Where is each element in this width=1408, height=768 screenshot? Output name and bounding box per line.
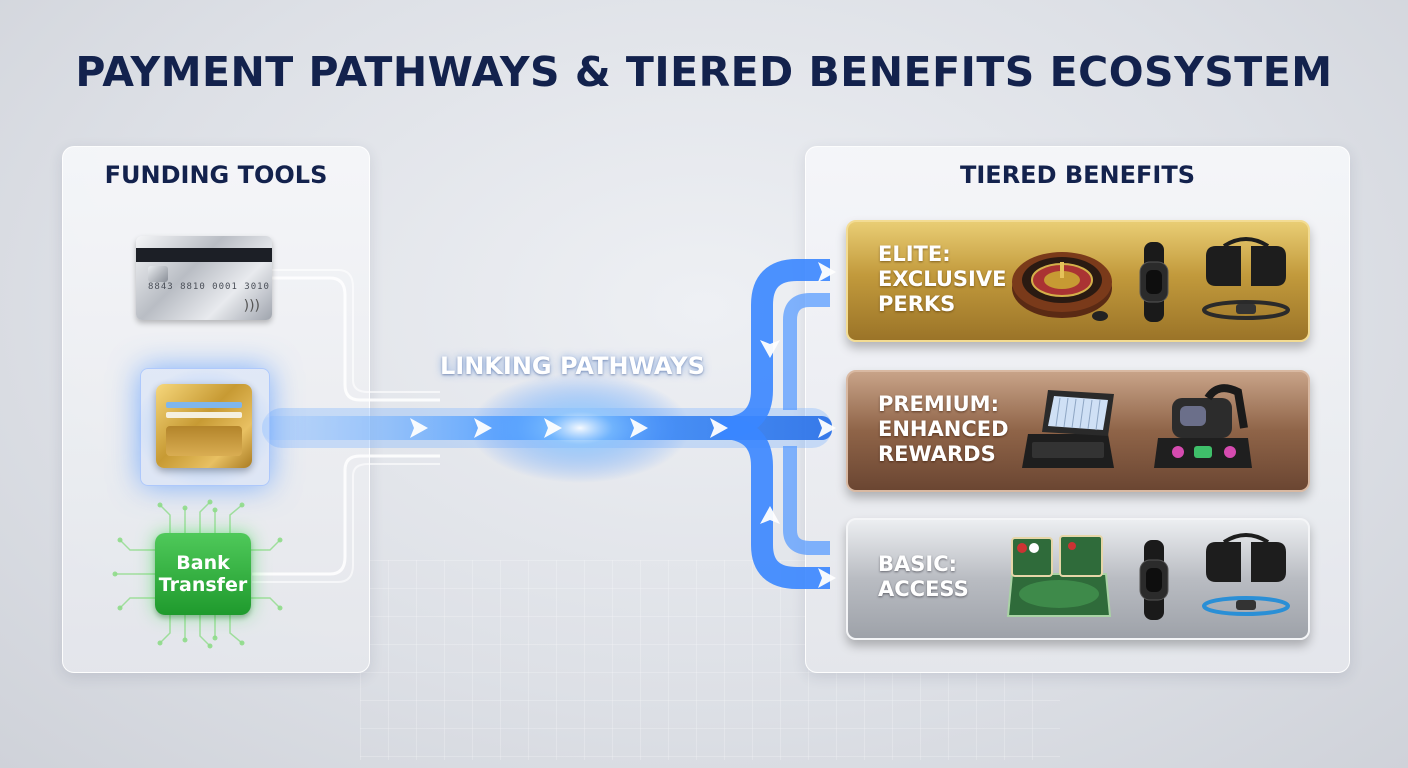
basic-branch-inner (782, 445, 830, 555)
silver-card-line (272, 276, 440, 402)
tier-basic-line1: BASIC: (878, 552, 958, 576)
slot-terminal-icon (1022, 390, 1114, 468)
tier-premium[interactable]: PREMIUM: ENHANCED REWARDS (846, 370, 1310, 492)
roulette-wheel-icon (1012, 252, 1112, 321)
beam-arrow (818, 418, 836, 438)
beam-arrow (710, 418, 728, 438)
bank-transfer-button[interactable]: Bank Transfer (155, 533, 251, 615)
vr-strap-icon (1202, 237, 1290, 320)
beam-arrow (544, 418, 562, 438)
gold-card-band (166, 412, 242, 418)
card-number: 8843 8810 0001 3010 (148, 282, 270, 292)
tier-premium-line1: PREMIUM: (878, 392, 999, 416)
silver-credit-card[interactable]: 8843 8810 0001 3010 ))) (136, 236, 272, 320)
funding-tools-heading: FUNDING TOOLS (104, 161, 328, 189)
bank-line-outer (252, 463, 440, 583)
tier-basic-label: BASIC: ACCESS (878, 552, 969, 602)
magnetic-stripe (136, 248, 272, 262)
tier-basic-line2: ACCESS (878, 577, 969, 601)
linking-pathways-label: LINKING PATHWAYS (440, 352, 705, 380)
tier-elite-line3: PERKS (878, 292, 956, 316)
gold-card-band (166, 402, 242, 408)
vr-headset-icon (1154, 384, 1252, 468)
beam-glow (470, 373, 690, 483)
tier-elite-label: ELITE: EXCLUSIVE PERKS (878, 242, 1006, 317)
beam-arrow (410, 418, 428, 438)
card-chip-icon (148, 266, 168, 282)
tier-elite-line1: ELITE: (878, 242, 951, 266)
elite-arrow (818, 262, 836, 282)
page-title: PAYMENT PATHWAYS & TIERED BENEFITS ECOSY… (75, 48, 1333, 96)
silver-card-line-outer (272, 269, 440, 393)
beam-arrow (474, 418, 492, 438)
tier-elite-line2: EXCLUSIVE (878, 267, 1007, 291)
basic-branch (719, 417, 830, 589)
contactless-icon: ))) (243, 298, 260, 314)
tiered-benefits-heading: TIERED BENEFITS (960, 161, 1195, 189)
gold-card[interactable] (156, 384, 252, 468)
tier-elite[interactable]: ELITE: EXCLUSIVE PERKS (846, 220, 1310, 342)
fitness-band-icon (1139, 242, 1169, 322)
bank-line (252, 454, 440, 576)
vr-strap-icon (1202, 533, 1290, 616)
gold-card-pocket (166, 426, 242, 456)
card-table-icon (1006, 535, 1112, 617)
beam-arrow (630, 418, 648, 438)
bank-transfer-line2: Transfer (158, 574, 248, 596)
tier-premium-label: PREMIUM: ENHANCED REWARDS (878, 392, 1009, 467)
basic-up-arrow (760, 506, 780, 524)
fitness-band-icon (1139, 540, 1169, 620)
tier-premium-line2: ENHANCED (878, 417, 1009, 441)
bank-transfer-line1: Bank (176, 552, 230, 574)
elite-up-arrow (760, 340, 780, 358)
tier-premium-line3: REWARDS (878, 442, 996, 466)
tier-basic[interactable]: BASIC: ACCESS (846, 518, 1310, 640)
elite-branch-inner (782, 293, 830, 411)
basic-arrow (818, 568, 836, 588)
beam-arrows (410, 262, 836, 588)
